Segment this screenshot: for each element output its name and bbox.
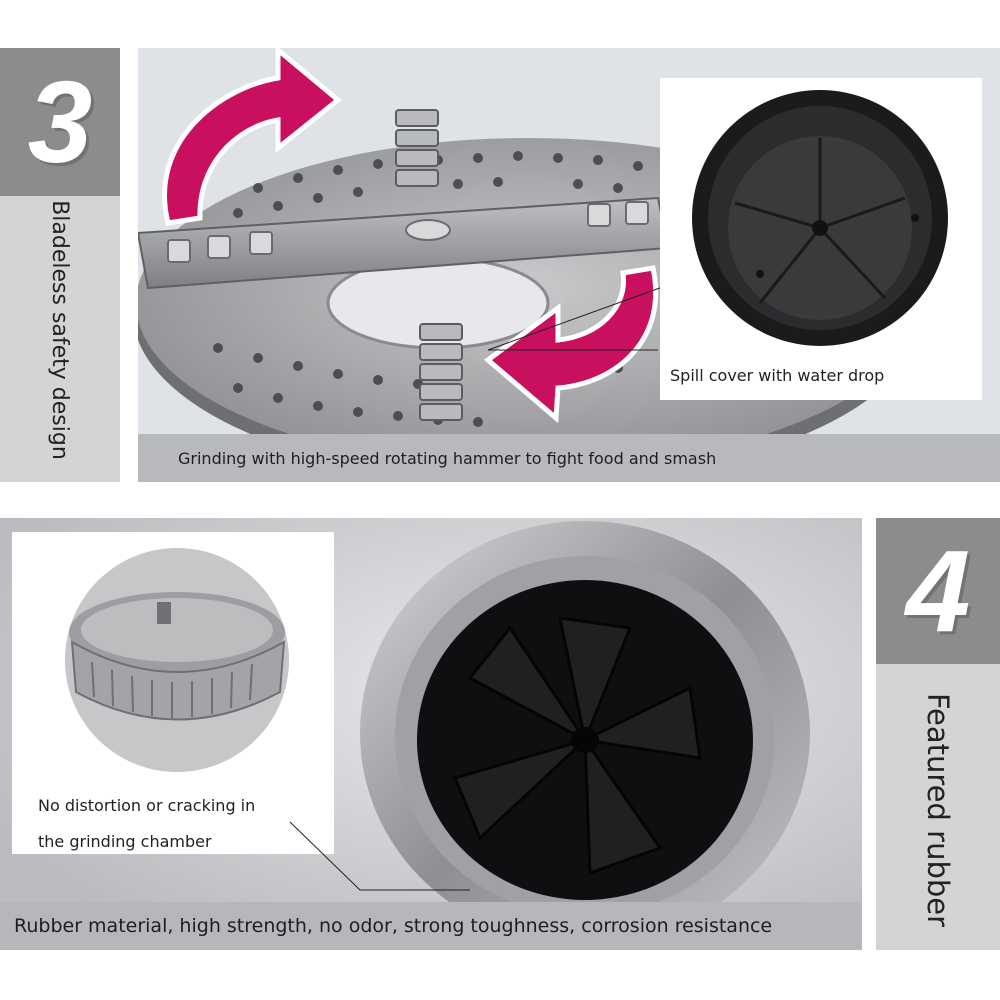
section4-vertical-label: Featured rubber	[921, 692, 955, 928]
section3-caption: Grinding with high-speed rotating hammer…	[178, 448, 717, 468]
grinding-chamber-label-line2: the grinding chamber	[38, 832, 212, 851]
section4-caption-bar: Rubber material, high strength, no odor,…	[0, 902, 862, 950]
rotation-arrow-bottom	[483, 265, 659, 424]
pointer-line	[289, 821, 470, 891]
rubber-drain-image	[0, 518, 862, 950]
section4-caption: Rubber material, high strength, no odor,…	[14, 915, 773, 937]
spill-cover-label: Spill cover with water drop	[670, 366, 885, 385]
rotation-arrow-top	[162, 48, 342, 226]
spill-cover-inset	[660, 78, 982, 400]
spill-cover-illustration	[692, 90, 948, 346]
section3-number-box: 3	[0, 48, 120, 196]
grinding-chamber-label-line1: No distortion or cracking in	[38, 796, 256, 815]
section4-number: 4	[905, 526, 971, 656]
grinding-chamber-inset	[12, 532, 334, 854]
section4-number-box: 4	[876, 518, 1000, 664]
grinding-chamber-illustration	[65, 548, 289, 772]
section3-caption-bar: Grinding with high-speed rotating hammer…	[138, 434, 1000, 482]
section3-vertical-label: Bladeless safety design	[47, 200, 73, 460]
rubber-drain-illustration	[0, 518, 862, 950]
section3-number: 3	[27, 57, 93, 187]
